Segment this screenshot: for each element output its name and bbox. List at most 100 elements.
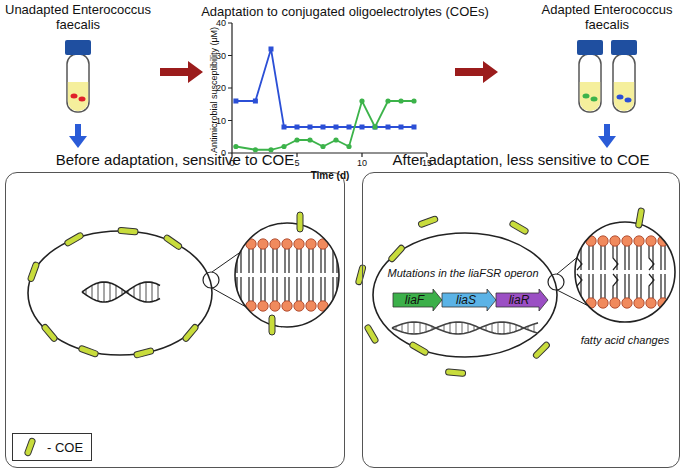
helix-rung (522, 327, 523, 329)
lipid-tail (273, 249, 277, 273)
data-point (321, 125, 326, 130)
panel-heading: After adaptation, less sensitive to COE (362, 150, 680, 170)
lipid-head (646, 298, 656, 308)
lipid-tail (601, 274, 605, 298)
data-point (347, 125, 352, 130)
lipid-tail (297, 249, 301, 273)
zoom-ground (575, 222, 675, 322)
lipid-head (586, 236, 596, 246)
gene-arrow: liaR (496, 290, 548, 310)
helix-rung (146, 282, 147, 302)
lipid-head (634, 236, 644, 246)
lipid-tail (649, 246, 654, 270)
data-line (236, 101, 414, 150)
coe-rod (388, 244, 406, 263)
helix-rung (110, 283, 111, 301)
lipid-tail (589, 274, 593, 298)
gene-arrow-outline (442, 289, 496, 311)
helix-rung (98, 283, 99, 301)
membrane-bilayer (574, 222, 675, 322)
data-point (386, 125, 391, 130)
lipid-tail (637, 246, 641, 270)
lipid-tail (309, 249, 313, 273)
legend-box: - COE (12, 433, 92, 461)
helix-rung (140, 284, 141, 301)
red-arrow (455, 61, 498, 83)
tick-label: 10 (357, 158, 367, 168)
tick-label: 20 (216, 83, 226, 93)
lipid-tail (321, 249, 325, 273)
helix-rung (498, 322, 499, 334)
panel: Before adaptation, sensitive to COE (5, 150, 345, 468)
helix-rung (486, 325, 487, 330)
data-point (269, 47, 274, 52)
strain-label: Adapted Enterococcus faecalis (532, 2, 682, 32)
lipid-tail (261, 277, 265, 301)
tick-label: 5 (294, 158, 299, 168)
helix-rung (408, 323, 409, 334)
coe-rod (509, 220, 529, 235)
gene-arrow: liaF (393, 290, 442, 310)
lipid-head (270, 239, 280, 249)
flow-arrow (69, 124, 87, 148)
lipid-head (622, 298, 632, 308)
axis-title: Time (d) (311, 170, 350, 181)
lipid-tail (637, 274, 641, 298)
data-point (334, 125, 339, 130)
helix-rung (444, 325, 445, 332)
data-point (385, 98, 390, 103)
helix-rung (92, 285, 93, 298)
helix-rung (534, 324, 535, 332)
helix-rung (474, 326, 475, 331)
lipid-tail (249, 249, 253, 273)
helix-rung (116, 285, 117, 298)
coe-rod (409, 341, 429, 356)
lipid-tail (625, 246, 629, 270)
arrow-head (69, 136, 87, 148)
lipid-tail (613, 246, 618, 270)
coe-rod (118, 227, 138, 235)
lipid-head (598, 236, 608, 246)
helix-strand (82, 282, 160, 302)
data-point (308, 125, 313, 130)
lipid-tail (601, 246, 605, 270)
coe-rod (445, 369, 465, 377)
helix-rung (462, 322, 463, 334)
lipid-tail (616, 274, 617, 298)
data-point (360, 125, 365, 130)
helix-rung (468, 323, 469, 332)
coe-rod (182, 323, 199, 342)
coe-rod (133, 347, 154, 358)
tick-label: 0 (229, 158, 234, 168)
helix-rung (456, 322, 457, 334)
panel: After adaptation, less sensitive to COE l… (362, 150, 680, 468)
flow-arrow (598, 124, 616, 148)
helix-rung (450, 323, 451, 333)
coe-rod (297, 212, 303, 232)
tick-label: 0 (221, 148, 226, 158)
helix-strand (392, 322, 538, 334)
tick-label: 40 (216, 18, 226, 28)
helix-strand (82, 282, 160, 302)
cell-before (28, 231, 212, 355)
lipid-head (306, 301, 316, 311)
helix-rung (122, 289, 123, 295)
lipid-head (258, 301, 268, 311)
data-line (236, 49, 414, 127)
data-point (359, 98, 364, 103)
lipid-head (294, 301, 304, 311)
helix-rung (432, 326, 433, 329)
helix-rung (480, 327, 481, 328)
gene-name: liaR (496, 290, 548, 310)
lipid-tail (652, 274, 653, 298)
gene-arrow-outline (393, 289, 442, 311)
coe-rod (532, 341, 550, 359)
gene-arrow-outline (496, 289, 548, 311)
data-point (411, 98, 416, 103)
coe-rod (163, 234, 183, 250)
helix-rung (396, 326, 397, 329)
lipid-tail (321, 277, 325, 301)
lipid-tail (625, 274, 629, 298)
